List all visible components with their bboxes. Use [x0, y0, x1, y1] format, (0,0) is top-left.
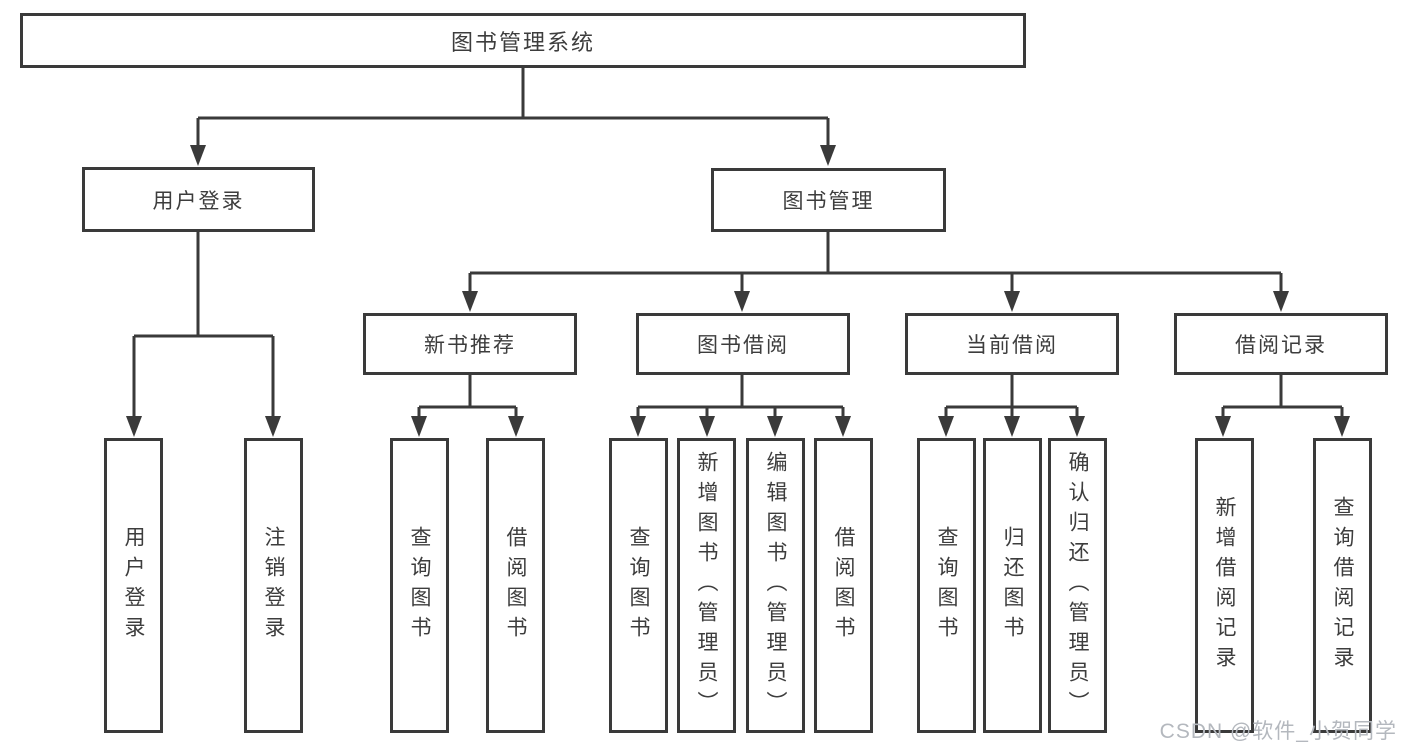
leaf-borrow-books-label: 借阅图书 — [832, 525, 855, 646]
leaf-query-borrow-record: 查询借阅记录 — [1313, 438, 1372, 733]
leaf-return-books: 归还图书 — [983, 438, 1042, 733]
leaf-borrow-books-recommend: 借阅图书 — [486, 438, 545, 733]
leaf-logout: 注销登录 — [244, 438, 303, 733]
node-user-login: 用户登录 — [82, 167, 315, 232]
node-borrowing-records: 借阅记录 — [1174, 313, 1388, 375]
leaf-query-books-borrow-label: 查询图书 — [627, 525, 650, 646]
leaf-add-books-admin-label: 新增图书（管理员） — [695, 450, 718, 721]
leaf-query-books-current-label: 查询图书 — [935, 525, 958, 646]
leaf-query-books-borrow: 查询图书 — [609, 438, 668, 733]
leaf-logout-label: 注销登录 — [262, 525, 285, 646]
leaf-query-books-recommend: 查询图书 — [390, 438, 449, 733]
leaf-query-borrow-record-label: 查询借阅记录 — [1331, 495, 1354, 676]
node-library-system: 图书管理系统 — [20, 13, 1026, 68]
leaf-confirm-return-admin-label: 确认归还（管理员） — [1066, 450, 1089, 721]
leaf-edit-books-admin-label: 编辑图书（管理员） — [764, 450, 787, 721]
leaf-borrow-books: 借阅图书 — [814, 438, 873, 733]
leaf-confirm-return-admin: 确认归还（管理员） — [1048, 438, 1107, 733]
leaf-user-login: 用户登录 — [104, 438, 163, 733]
node-book-borrowing: 图书借阅 — [636, 313, 850, 375]
leaf-query-books-current: 查询图书 — [917, 438, 976, 733]
node-book-management: 图书管理 — [711, 168, 946, 232]
leaf-borrow-books-recommend-label: 借阅图书 — [504, 525, 527, 646]
leaf-return-books-label: 归还图书 — [1001, 525, 1024, 646]
leaf-user-login-label: 用户登录 — [122, 525, 145, 646]
node-new-book-recommend: 新书推荐 — [363, 313, 577, 375]
leaf-add-borrow-record: 新增借阅记录 — [1195, 438, 1254, 733]
leaf-add-books-admin: 新增图书（管理员） — [677, 438, 736, 733]
watermark-csdn: CSDN @软件_小贺同学 — [1159, 720, 1397, 743]
leaf-edit-books-admin: 编辑图书（管理员） — [746, 438, 805, 733]
leaf-add-borrow-record-label: 新增借阅记录 — [1213, 495, 1236, 676]
node-current-borrowing: 当前借阅 — [905, 313, 1119, 375]
leaf-query-books-recommend-label: 查询图书 — [408, 525, 431, 646]
